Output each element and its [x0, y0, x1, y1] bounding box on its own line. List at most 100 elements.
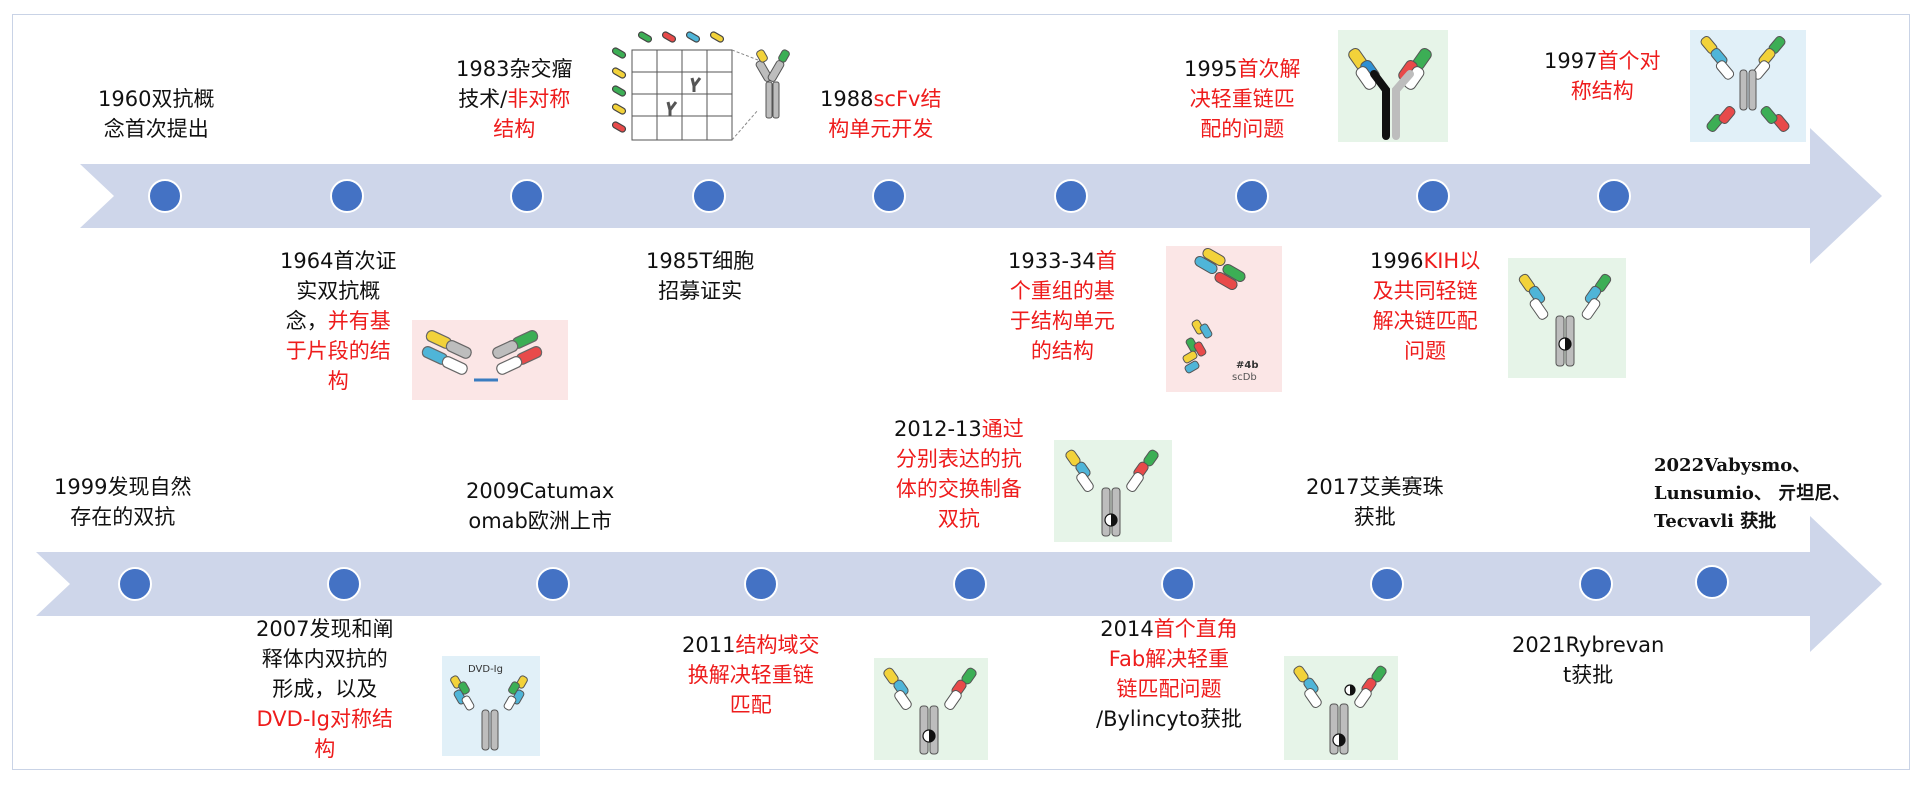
event-1983-line3: 结构 — [493, 117, 536, 141]
event-1933-label: 1933-34首 个重组的基 于结构单元 的结构 — [1008, 246, 1117, 366]
event-1933-line2: 个重组的基 — [1009, 279, 1115, 303]
event-1933-line4: 的结构 — [1030, 339, 1094, 363]
event-2007-line3: 形成，以及 — [272, 677, 378, 701]
event-1983-label: 1983杂交瘤 技术/非对称 结构 — [456, 54, 572, 144]
event-1999-line1: 1999发现自然 — [54, 475, 192, 499]
timeline-dot-bottom-8 — [1579, 567, 1613, 601]
diagram-frame — [12, 14, 1910, 770]
orthogonal-fab-2014-illustration — [1284, 656, 1398, 760]
event-1995-line2: 决轻重链匹 — [1189, 87, 1295, 111]
timeline-dot-bottom-7 — [1370, 567, 1404, 601]
event-1964-line1: 1964首次证 — [280, 249, 397, 273]
timeline-dot-bottom-3 — [536, 567, 570, 601]
event-2007-line5: 构 — [314, 737, 336, 761]
event-1995-line1b: 首次解 — [1237, 57, 1301, 81]
event-1985-line2: 招募证实 — [658, 279, 743, 303]
event-1988-label: 1988scFv结 构单元开发 — [820, 84, 941, 144]
domain-exchange-2011-illustration — [874, 658, 988, 760]
event-1933-line1a: 1933-34 — [1008, 249, 1096, 273]
event-2021-line2: t获批 — [1563, 663, 1614, 687]
event-1999-line2: 存在的双抗 — [70, 505, 176, 529]
event-2014-line3: 链匹配问题 — [1116, 677, 1222, 701]
chain-pairing-1995-illustration — [1338, 30, 1448, 142]
event-1997-label: 1997首个对 称结构 — [1544, 46, 1660, 106]
timeline-dot-top-2 — [330, 179, 364, 213]
dvd-ig-illustration: DVD-Ig — [442, 656, 540, 756]
event-1995-label: 1995首次解 决轻重链匹 配的问题 — [1184, 54, 1300, 144]
event-2007-label: 2007发现和阐 释体内双抗的 形成，以及 DVD-Ig对称结 构 — [256, 614, 393, 764]
event-1995-line1: 1995首次解 — [1184, 54, 1300, 84]
event-1985-label: 1985T细胞 招募证实 — [646, 246, 754, 306]
event-1933-line1: 1933-34首 — [1008, 246, 1117, 276]
event-2012-line1b: 通过 — [981, 417, 1024, 441]
event-2017-label: 2017艾美赛珠 获批 — [1306, 472, 1443, 532]
event-2014-line2a: Fab — [1108, 647, 1146, 671]
event-1960-line1: 1960双抗概 — [98, 87, 215, 111]
event-2012-line4: 双抗 — [937, 507, 980, 531]
event-2007-line2: 释体内双抗的 — [261, 647, 388, 671]
timeline-dot-top-8 — [1416, 179, 1450, 213]
event-1997-line1a: 1997 — [1544, 49, 1598, 73]
event-2011-line2: 换解决轻重链 — [687, 663, 814, 687]
event-1996-line4: 问题 — [1404, 339, 1447, 363]
event-1983-line2b: 非对称 — [507, 87, 571, 111]
event-1997-line1b: 首个对 — [1597, 49, 1661, 73]
event-2012-line1a: 2012-13 — [894, 417, 982, 441]
event-2012-line3: 体的交换制备 — [895, 477, 1022, 501]
event-2009-line2: omab欧洲上市 — [468, 509, 612, 533]
event-2022-line1: 2022Vabysmo、 — [1654, 455, 1811, 476]
tag-4b: #4b — [1236, 360, 1259, 371]
event-1983-line1: 1983杂交瘤 — [456, 57, 573, 81]
event-1988-line1a: 1988 — [820, 87, 874, 111]
symmetric-1997-illustration — [1690, 30, 1806, 142]
event-2007-line4a: DVD-Ig — [256, 707, 330, 731]
event-1996-line2: 及共同轻链 — [1372, 279, 1478, 303]
event-1964-line3: 念，并有基 — [280, 306, 396, 336]
tag-scdb: scDb — [1232, 372, 1257, 383]
event-2014-line2b: 解决轻重 — [1145, 647, 1230, 671]
timeline-dot-bottom-4 — [744, 567, 778, 601]
event-1997-line1: 1997首个对 — [1544, 46, 1660, 76]
event-2021-label: 2021Rybrevan t获批 — [1512, 630, 1664, 690]
fragment-antibody-illustration — [412, 320, 568, 400]
timeline-dot-top-4 — [692, 179, 726, 213]
timeline-dot-top-1 — [148, 179, 182, 213]
event-2014-line1b: 首个直角 — [1153, 617, 1238, 641]
event-2022-line3: Tecvavli 获批 — [1654, 511, 1777, 532]
event-2022-line2: Lunsumio、 亓坦尼、 — [1654, 483, 1851, 504]
event-2012-line1: 2012-13通过 — [894, 414, 1024, 444]
event-2014-line1: 2014首个直角 — [1096, 614, 1242, 644]
event-1995-line3: 配的问题 — [1200, 117, 1285, 141]
event-1964-line4: 于片段的结 — [285, 339, 391, 363]
event-2009-line1: 2009Catumax — [466, 479, 615, 503]
event-1996-line1a: 1996 — [1370, 249, 1424, 273]
event-2014-line1a: 2014 — [1100, 617, 1154, 641]
recombinant-1933-illustration: #4b scDb — [1166, 246, 1282, 392]
event-2012-line2: 分别表达的抗 — [895, 447, 1022, 471]
event-2011-line1a: 2011 — [682, 633, 736, 657]
event-1960-label: 1960双抗概 念首次提出 — [98, 84, 214, 144]
event-2014-line4: /Bylincyto获批 — [1096, 707, 1242, 731]
event-2017-line2: 获批 — [1353, 505, 1396, 529]
tag-dvd-ig: DVD-Ig — [468, 664, 503, 675]
exchange-2012-illustration — [1054, 440, 1172, 542]
event-1933-line3: 于结构单元 — [1009, 309, 1115, 333]
event-1960-line2: 念首次提出 — [103, 117, 209, 141]
event-2014-line2: Fab解决轻重 — [1096, 644, 1242, 674]
timeline-dot-bottom-5 — [953, 567, 987, 601]
event-2007-line1: 2007发现和阐 — [256, 617, 394, 641]
event-1988-line1: 1988scFv结 — [820, 84, 941, 114]
event-1996-line1: 1996KIH以 — [1370, 246, 1480, 276]
top-arrow — [80, 128, 1882, 264]
event-2011-line3: 匹配 — [729, 693, 772, 717]
event-2007-line4: DVD-Ig对称结 — [256, 704, 393, 734]
event-2011-line1b: 结构域交 — [735, 633, 820, 657]
timeline-dot-top-3 — [510, 179, 544, 213]
timeline-dot-bottom-6 — [1161, 567, 1195, 601]
event-2014-label: 2014首个直角 Fab解决轻重 链匹配问题 /Bylincyto获批 — [1096, 614, 1242, 734]
event-2012-label: 2012-13通过 分别表达的抗 体的交换制备 双抗 — [894, 414, 1024, 534]
event-1997-line2: 称结构 — [1570, 79, 1634, 103]
timeline-dot-top-7 — [1235, 179, 1269, 213]
timeline-dot-bottom-9 — [1695, 565, 1729, 599]
event-1983-line2a: 技术/ — [458, 87, 508, 111]
